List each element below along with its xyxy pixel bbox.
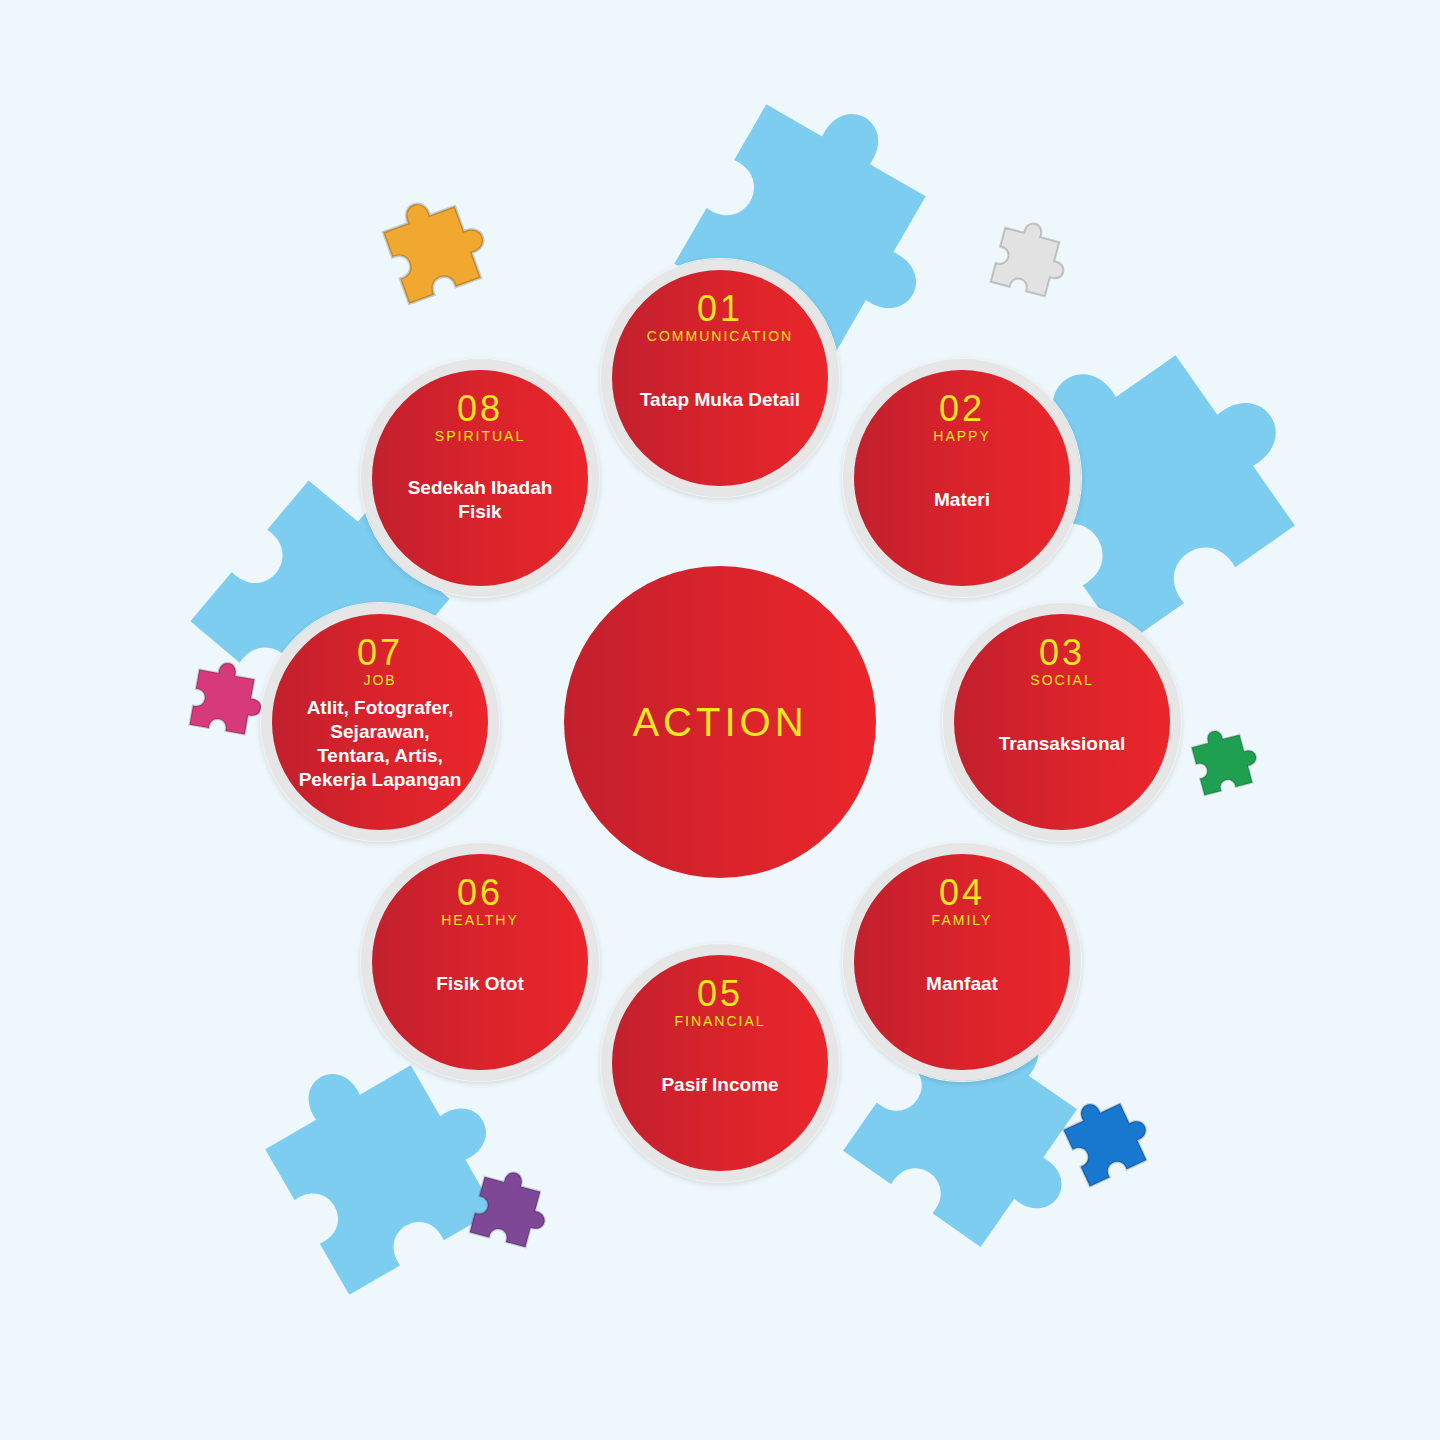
number-label: 03 (1039, 634, 1085, 672)
category-circle: 03SOCIAL Transaksional (943, 603, 1181, 841)
category-label: SPIRITUAL (435, 428, 525, 444)
body-area: Pasif Income (612, 1029, 828, 1171)
number-label: 04 (939, 874, 985, 912)
body-text: Fisik Otot (395, 972, 565, 996)
large-puzzle-pieces (190, 71, 1330, 1294)
category-label: COMMUNICATION (647, 328, 793, 344)
body-text: Materi (877, 488, 1047, 512)
body-text: Atlit, Fotografer, Sejarawan, Tentara, A… (295, 696, 465, 792)
category-circle: 02HAPPY Materi (843, 359, 1081, 597)
body-area: Sedekah Ibadah Fisik (372, 444, 588, 586)
body-area: Manfaat (854, 928, 1070, 1070)
body-text: Pasif Income (635, 1073, 805, 1097)
category-label: FAMILY (932, 912, 993, 928)
category-circle: 01COMMUNICATION Tatap Muka Detail (601, 259, 839, 497)
center-title: ACTION (632, 700, 807, 745)
body-area: Materi (854, 444, 1070, 586)
category-circle: 08SPIRITUAL Sedekah Ibadah Fisik (361, 359, 599, 597)
body-area: Transaksional (954, 688, 1170, 830)
number-label: 07 (357, 634, 403, 672)
body-text: Manfaat (877, 972, 1047, 996)
category-circle: 05FINANCIAL Pasif Income (601, 944, 839, 1182)
number-label: 08 (457, 390, 503, 428)
category-circle: 07JOB Atlit, Fotografer, Sejarawan, Tenta… (261, 603, 499, 841)
body-text: Sedekah Ibadah Fisik (395, 476, 565, 524)
body-area: Tatap Muka Detail (612, 344, 828, 486)
category-label: HAPPY (933, 428, 990, 444)
body-text: Transaksional (977, 732, 1147, 756)
number-label: 06 (457, 874, 503, 912)
number-label: 02 (939, 390, 985, 428)
number-label: 01 (697, 290, 743, 328)
category-label: SOCIAL (1030, 672, 1093, 688)
category-circle: 06HEALTHY Fisik Otot (361, 843, 599, 1081)
number-label: 05 (697, 975, 743, 1013)
category-label: JOB (363, 672, 396, 688)
body-text: Tatap Muka Detail (635, 388, 805, 412)
small-puzzle-pieces (190, 186, 1263, 1250)
category-circle: 04FAMILY Manfaat (843, 843, 1081, 1081)
body-area: Atlit, Fotografer, Sejarawan, Tentara, A… (272, 688, 488, 830)
center-circle: ACTION (564, 566, 876, 878)
category-label: FINANCIAL (674, 1013, 765, 1029)
category-label: HEALTHY (441, 912, 519, 928)
body-area: Fisik Otot (372, 928, 588, 1070)
